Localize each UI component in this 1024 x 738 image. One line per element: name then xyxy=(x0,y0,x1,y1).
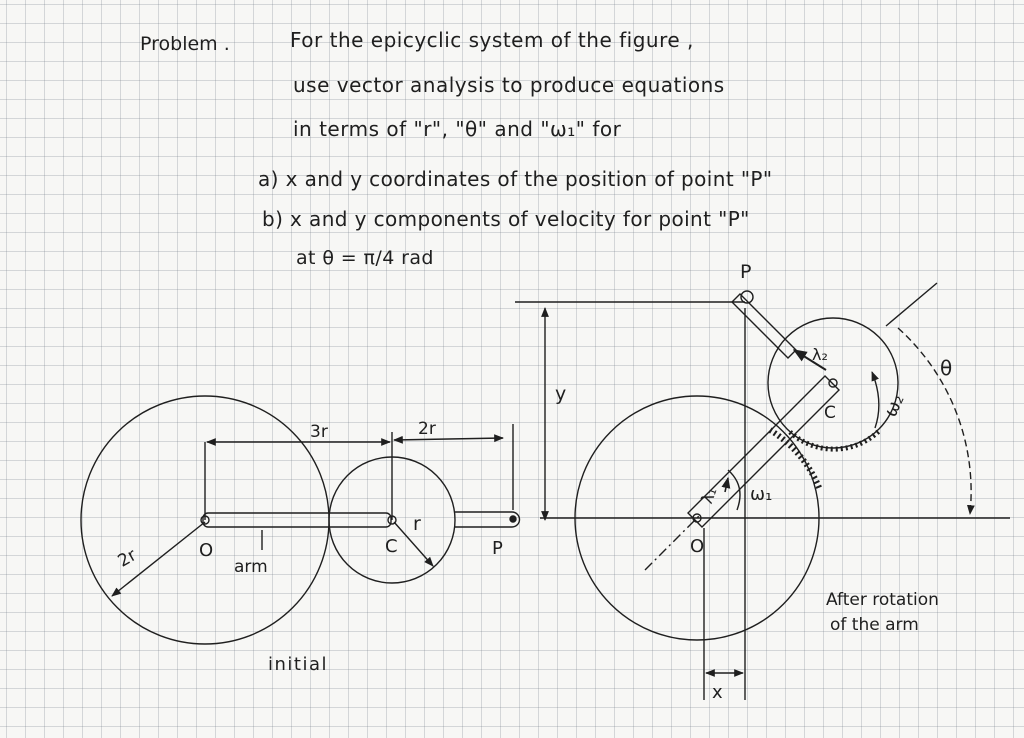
initial-point-P xyxy=(509,515,517,523)
label-theta: θ xyxy=(940,356,952,380)
label-lambda2: λ₂ xyxy=(812,345,828,364)
centerline-dashdot xyxy=(644,514,701,571)
caption-initial: initial xyxy=(268,654,328,675)
caption-of-the-arm: of the arm xyxy=(830,615,919,635)
rotated-large-gear xyxy=(574,395,820,641)
omega1-curve xyxy=(727,469,741,511)
lambda1-arrow xyxy=(721,476,731,493)
label-P-initial: P xyxy=(492,538,503,559)
rotated-small-gear xyxy=(767,317,899,449)
label-P-rotated: P xyxy=(740,261,751,283)
part-a-text: a) x and y coordinates of the position o… xyxy=(258,167,773,191)
label-x: x xyxy=(712,682,723,703)
radius-label-2r: 2r xyxy=(115,545,140,571)
label-lambda1: λ₁ xyxy=(697,485,720,506)
label-C-initial: C xyxy=(385,536,398,557)
radius-arrow-2r xyxy=(111,521,206,597)
theta-arc xyxy=(897,327,975,515)
gear-mesh-hatching xyxy=(768,427,823,492)
small-gear-hatching xyxy=(788,428,882,452)
dim-label-3r: 3r xyxy=(310,422,328,442)
initial-arm xyxy=(202,512,392,528)
angle-condition-text: at θ = π/4 rad xyxy=(296,247,434,269)
rotated-arm-extension xyxy=(731,293,797,359)
label-r: r xyxy=(413,513,421,535)
rotated-configuration xyxy=(515,282,1010,700)
theta-ray xyxy=(885,282,938,327)
rotated-point-P-pin xyxy=(740,290,754,304)
rotated-pivot-C xyxy=(828,378,838,388)
rotated-pivot-O xyxy=(692,513,702,523)
label-C-rotated: C xyxy=(824,403,836,423)
dim-label-2r-top: 2r xyxy=(418,419,436,439)
problem-label: Problem . xyxy=(140,33,230,55)
label-y: y xyxy=(555,383,566,405)
radius-arrow-r xyxy=(393,521,434,567)
label-arm: arm xyxy=(234,557,268,577)
rotated-labels: P λ₂ C ω₂ θ λ₁ ω₁ O y x After rotation o… xyxy=(555,261,952,703)
label-O-initial: O xyxy=(199,540,213,561)
problem-statement-line-3: in terms of "r", "θ" and "ω₁" for xyxy=(293,117,622,141)
label-omega2: ω₂ xyxy=(880,391,908,420)
dim-arrow-2r xyxy=(393,434,504,444)
part-b-text: b) x and y components of velocity for po… xyxy=(262,207,750,231)
lambda2-arrow xyxy=(792,349,827,371)
problem-statement-line-1: For the epicyclic system of the figure , xyxy=(290,28,694,52)
initial-arm-extension xyxy=(455,511,521,528)
initial-configuration xyxy=(80,395,521,645)
problem-statement-line-2: use vector analysis to produce equations xyxy=(293,73,725,97)
omega2-curve xyxy=(871,371,880,429)
caption-after-rotation: After rotation xyxy=(826,590,939,610)
label-omega1: ω₁ xyxy=(750,484,772,505)
label-O-rotated: O xyxy=(690,536,704,557)
